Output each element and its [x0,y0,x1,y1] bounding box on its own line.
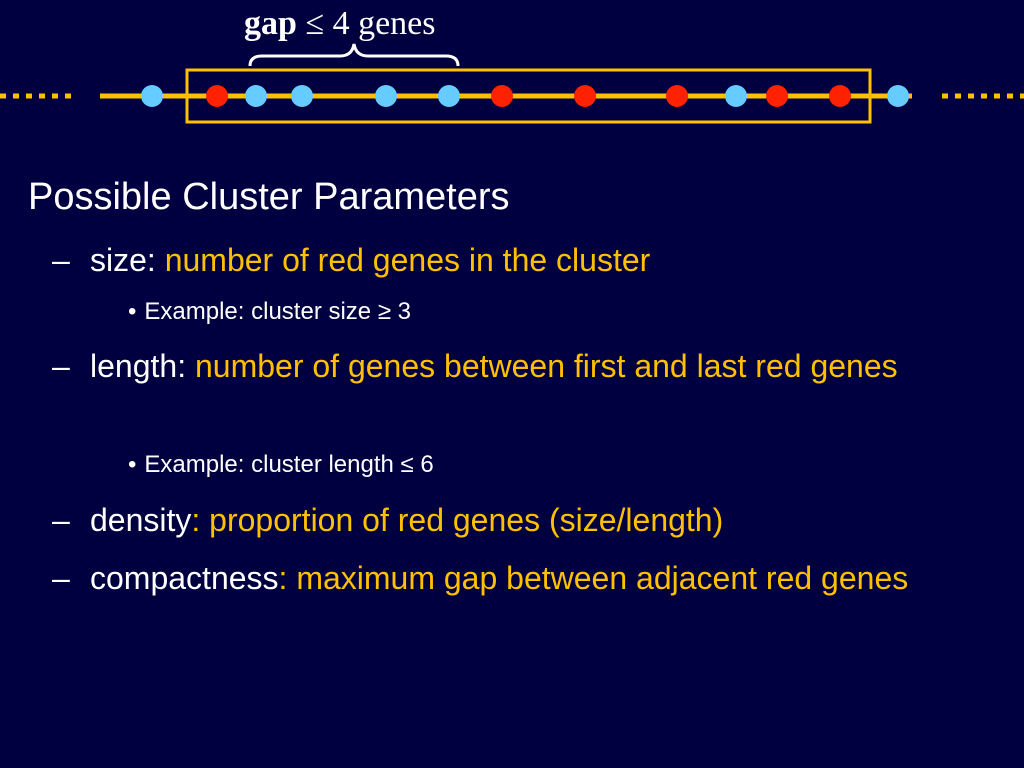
param-description: : maximum gap between adjacent red genes [278,560,909,596]
dash-marker: – [52,502,70,538]
bullet-marker: • [128,298,137,325]
param-term: length: [90,348,187,384]
example-text: Example: cluster size ≥ 3 [144,298,412,325]
gene-dots [141,85,909,107]
param-term: density [90,502,192,538]
red-gene-dot [491,85,513,107]
param-size: – size: number of red genes in the clust… [52,236,1012,284]
blue-gene-dot [245,85,267,107]
blue-gene-dot [141,85,163,107]
red-gene-dot [666,85,688,107]
red-gene-dot [766,85,788,107]
blue-gene-dot [291,85,313,107]
gap-label-rest: ≤ 4 genes [296,5,436,42]
param-length: – length: number of genes between first … [52,342,1012,390]
param-term: compactness [90,560,279,596]
blue-gene-dot [438,85,460,107]
length-example: • Example: cluster length ≤ 6 [128,451,434,479]
example-text: Example: cluster length ≤ 6 [144,451,434,478]
size-example: • Example: cluster size ≥ 3 [128,298,411,326]
dash-marker: – [52,348,70,384]
param-description: : proportion of red genes (size/length) [191,502,724,538]
slide-heading: Possible Cluster Parameters [28,176,510,218]
blue-gene-dot [725,85,747,107]
gene-cluster-diagram [0,43,1024,124]
param-compactness: – compactness: maximum gap between adjac… [52,554,1012,602]
dash-marker: – [52,560,70,596]
blue-gene-dot [375,85,397,107]
cluster-box [185,68,872,124]
dash-marker: – [52,242,70,278]
gap-brace [248,43,460,67]
red-gene-dot [829,85,851,107]
red-gene-dot [206,85,228,107]
gap-label: gap ≤ 4 genes [244,5,436,43]
param-description: number of genes between first and last r… [186,348,898,384]
gap-label-bold: gap [244,5,297,42]
param-density: – density: proportion of red genes (size… [52,496,1012,544]
red-gene-dot [574,85,596,107]
param-term: size: [90,242,156,278]
bullet-marker: • [128,451,137,478]
blue-gene-dot [887,85,909,107]
param-description: number of red genes in the cluster [155,242,651,278]
